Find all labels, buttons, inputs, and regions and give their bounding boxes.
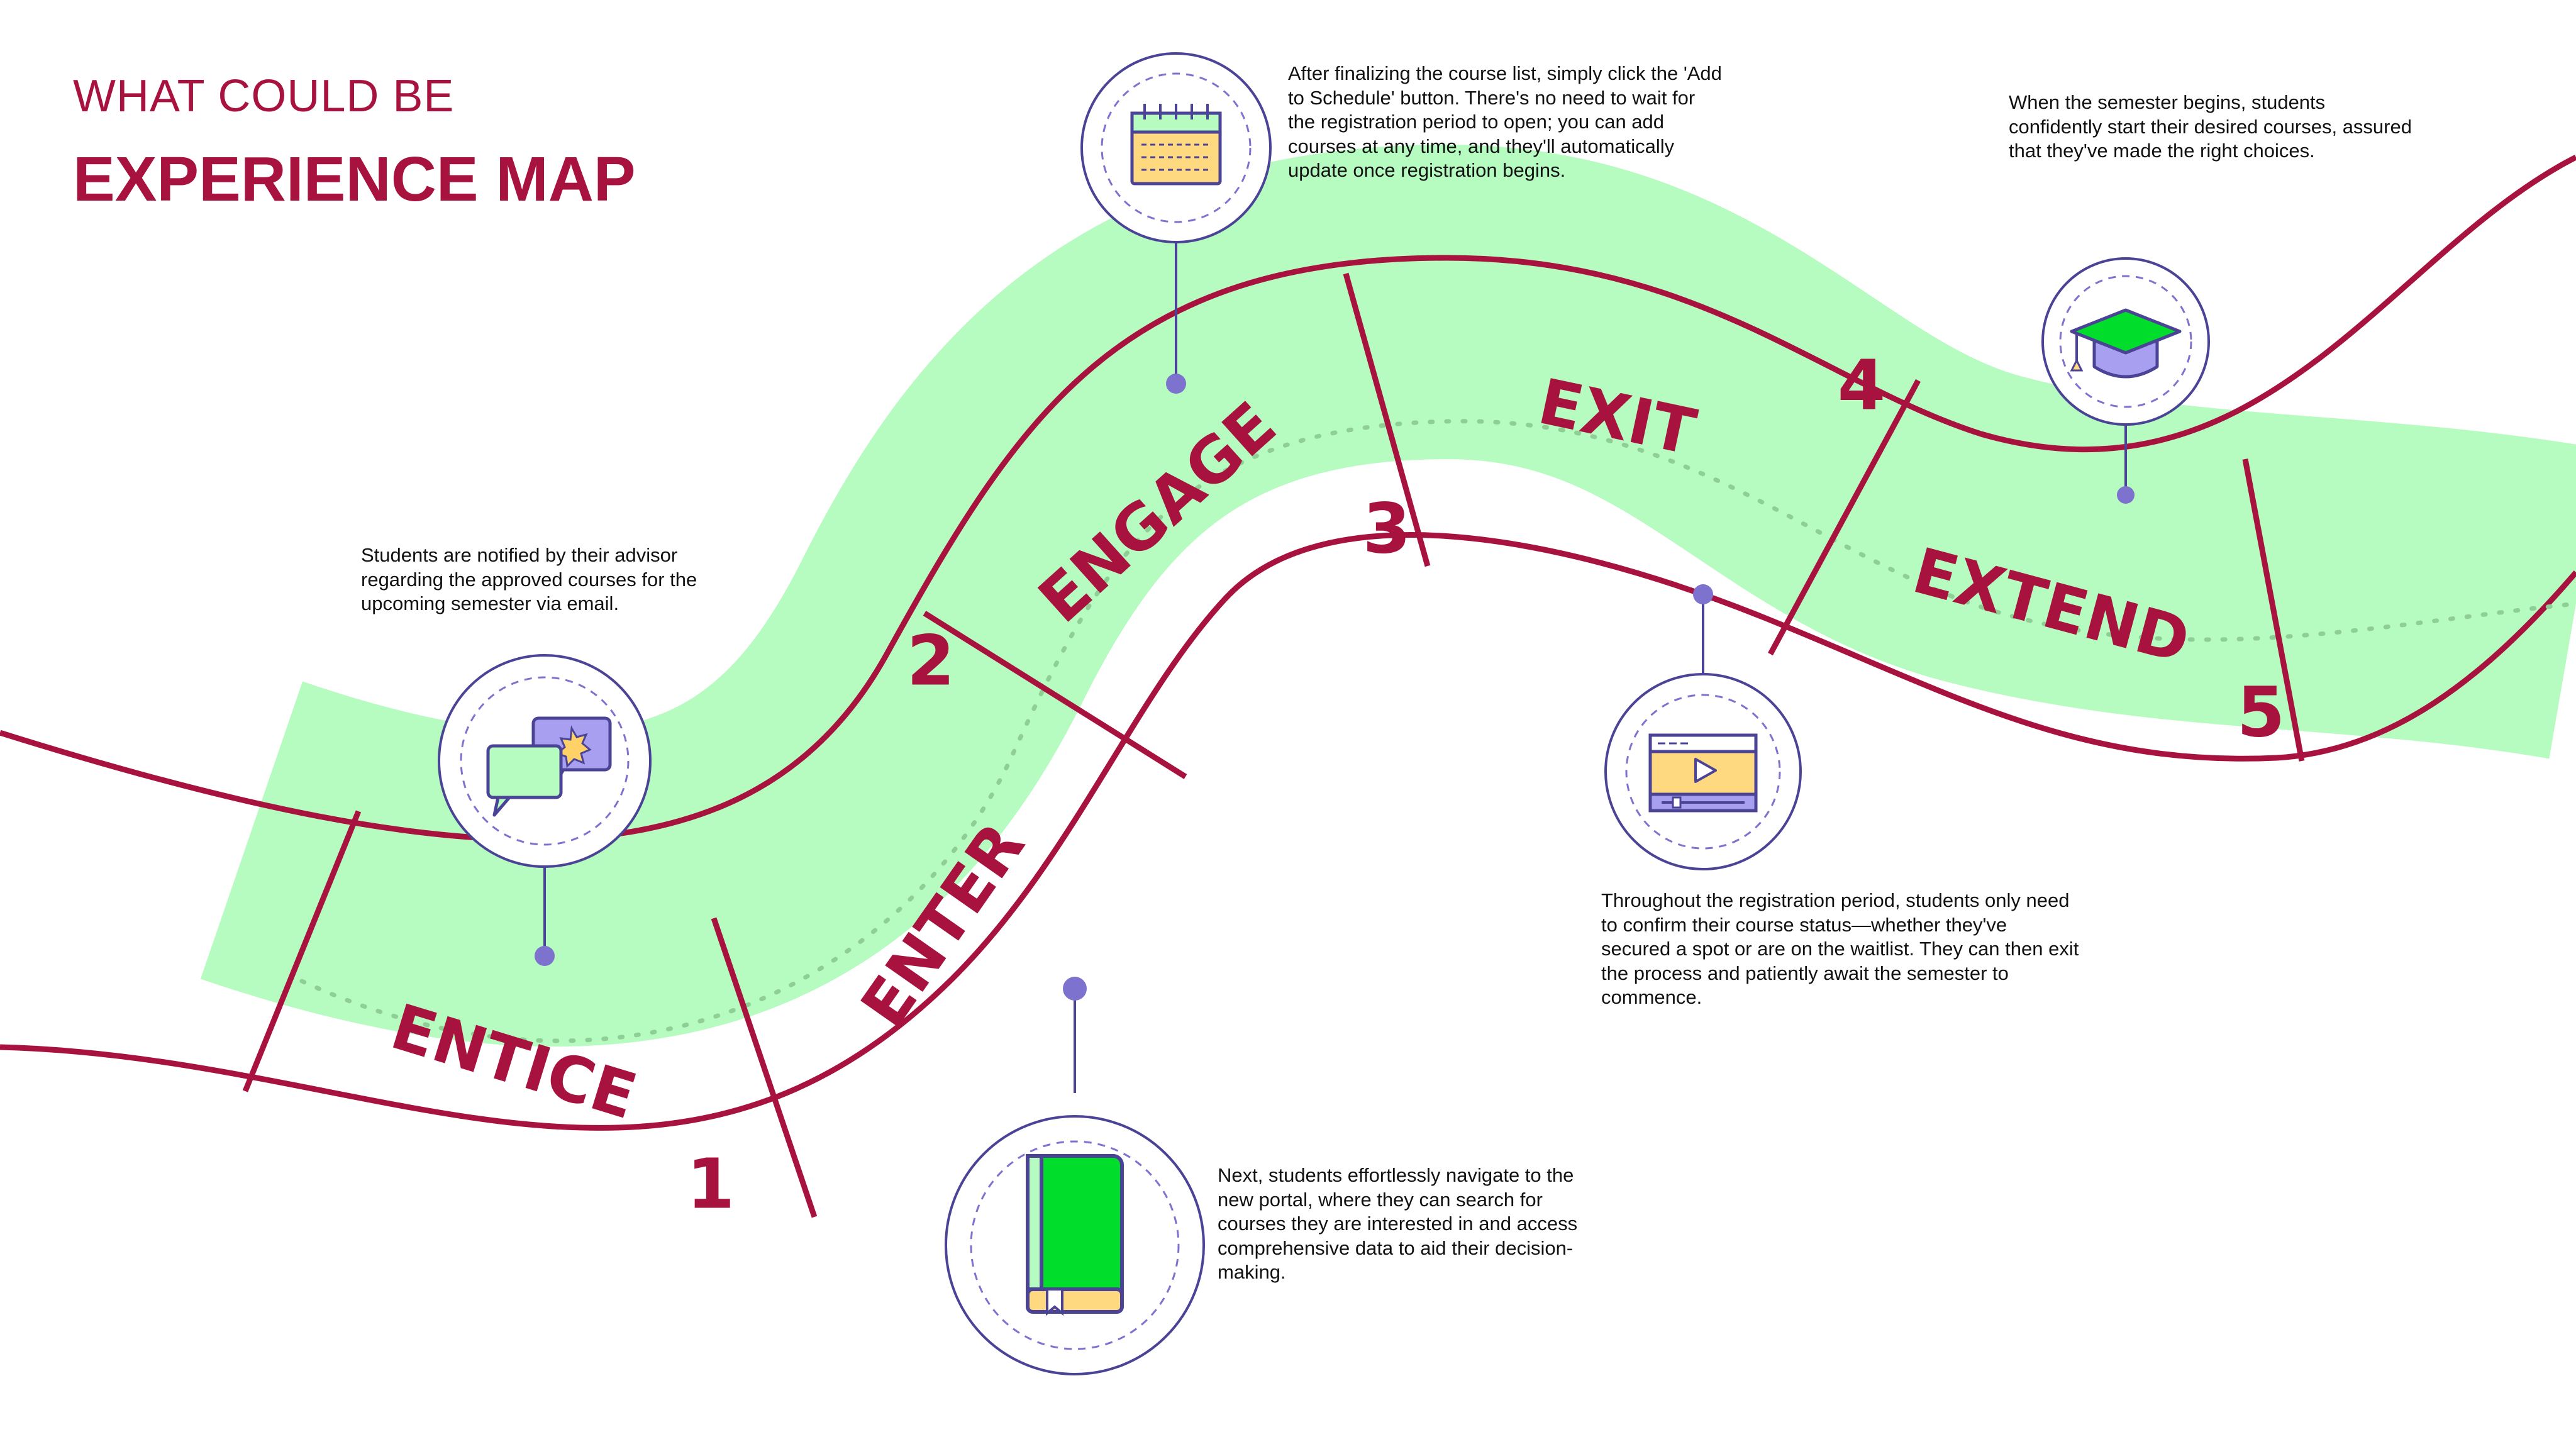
stage-marker-dot <box>2117 486 2135 504</box>
stage-number-2: 2 <box>907 620 955 701</box>
stage-divider <box>2242 458 2305 762</box>
stage-number-3: 3 <box>1363 488 1411 569</box>
page-kicker: WHAT COULD BE <box>73 71 455 121</box>
stage-marker-dot <box>1166 374 1186 394</box>
stage-divider <box>711 917 818 1218</box>
stage-dividers <box>242 272 2305 1218</box>
stage-divider <box>923 611 1187 779</box>
stage-description-engage: After finalizing the course list, simply… <box>1288 62 1722 181</box>
stage-number-5: 5 <box>2237 672 2285 752</box>
book-icon <box>945 1115 1205 1375</box>
stage-marker-dot <box>535 946 555 966</box>
stage-divider <box>242 810 362 1092</box>
road-border-bottom <box>0 532 2576 1131</box>
chat-bubbles-icon <box>438 654 652 868</box>
stage-marker-dot <box>1063 977 1087 1001</box>
stage-number-4: 4 <box>1838 345 1886 425</box>
stage-marker-dot <box>1693 584 1713 604</box>
graduation-cap-icon <box>2041 257 2210 426</box>
stage-description-enter: Next, students effortlessly navigate to … <box>1218 1164 1578 1283</box>
stage-markers <box>543 242 2127 1093</box>
journey-road <box>0 144 2576 1131</box>
stage-number-1: 1 <box>687 1143 735 1224</box>
calendar-icon <box>1080 52 1272 243</box>
stage-description-entice: Students are notified by their advisor r… <box>361 544 697 614</box>
road-border-top <box>0 154 2576 843</box>
stage-divider <box>1768 379 1921 656</box>
road-fill <box>201 144 2576 1046</box>
stage-description-extend: When the semester begins, students confi… <box>2009 91 2412 162</box>
page-title: EXPERIENCE MAP <box>73 144 636 214</box>
stage-divider <box>1343 272 1431 567</box>
stage-description-exit: Throughout the registration period, stud… <box>1601 889 2079 1008</box>
video-player-icon <box>1604 673 1802 870</box>
